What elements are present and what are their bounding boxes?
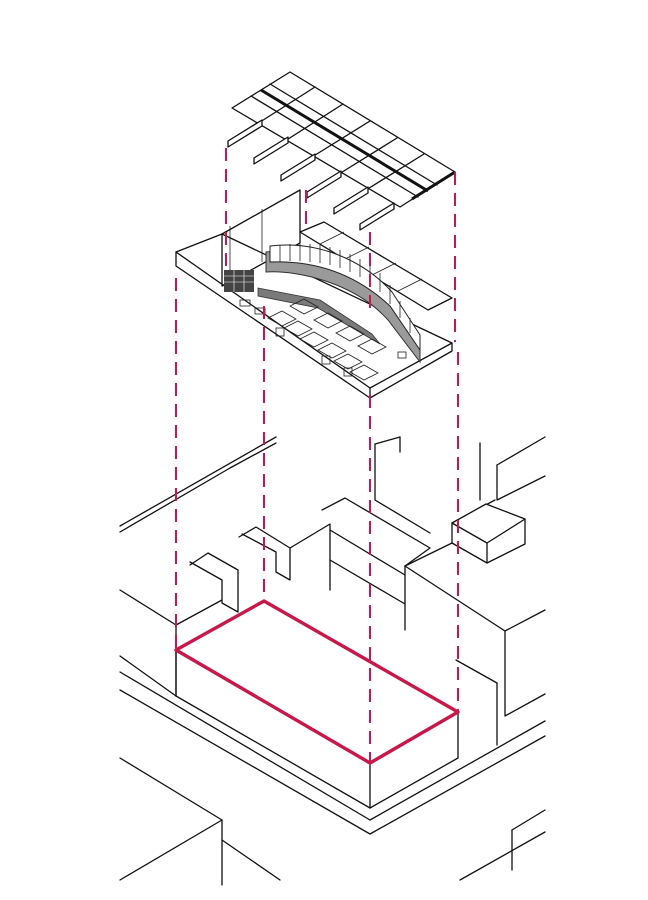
furniture (239, 298, 407, 381)
site-footprint (174, 599, 460, 765)
interior-shell (175, 189, 453, 399)
projection-lines (175, 148, 459, 763)
roof-beams (227, 119, 395, 231)
curved-wall (257, 244, 421, 364)
context-buildings (119, 436, 546, 886)
roof-grid (231, 71, 456, 208)
